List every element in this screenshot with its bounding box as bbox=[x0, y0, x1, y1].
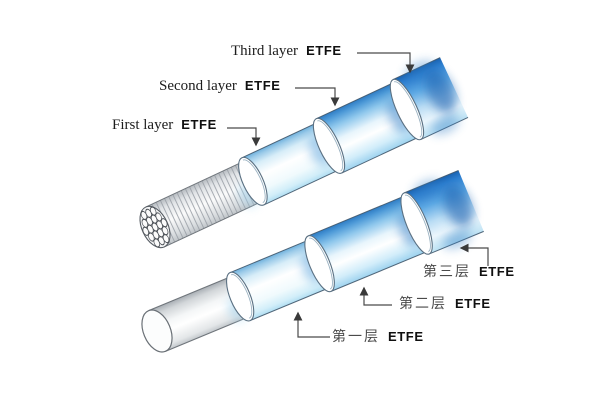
layer-name: First layer bbox=[112, 117, 174, 133]
label-first-layer-zh: 第一层 ETFE bbox=[332, 329, 424, 345]
third-layer-rim bbox=[400, 192, 433, 255]
leader-first-layer-en bbox=[227, 127, 261, 147]
leader-second-layer-en bbox=[295, 87, 340, 107]
layer-name: 第一层 bbox=[332, 328, 380, 344]
leader-lines bbox=[227, 52, 489, 338]
airbrush-shading bbox=[238, 60, 460, 207]
stranded-conductor bbox=[145, 159, 267, 248]
label-second-layer-en: Second layer ETFE bbox=[159, 78, 281, 94]
layer-name: Third layer bbox=[231, 43, 299, 59]
layer-name: 第三层 bbox=[423, 263, 471, 279]
label-third-layer-en: Third layer ETFE bbox=[231, 43, 342, 59]
leader-first-layer-zh bbox=[293, 311, 330, 338]
material-name: ETFE bbox=[181, 117, 217, 132]
leader-second-layer-zh bbox=[359, 286, 392, 306]
solid-end-face bbox=[141, 309, 173, 353]
label-first-layer-en: First layer ETFE bbox=[112, 117, 217, 133]
third-layer-rim bbox=[389, 78, 425, 141]
label-second-layer-zh: 第二层 ETFE bbox=[399, 296, 491, 312]
layer-name: Second layer bbox=[159, 78, 237, 94]
label-third-layer-zh: 第三层 ETFE bbox=[423, 264, 515, 280]
second-layer-rim bbox=[304, 235, 335, 293]
first-layer-rim bbox=[238, 156, 268, 206]
material-name: ETFE bbox=[388, 329, 424, 344]
material-name: ETFE bbox=[455, 296, 491, 311]
solid-conductor bbox=[148, 274, 253, 352]
layer-name: 第二层 bbox=[399, 295, 447, 311]
first-layer-rim bbox=[226, 271, 255, 322]
stranded-end-face bbox=[139, 205, 171, 249]
top-cable bbox=[139, 57, 469, 249]
material-name: ETFE bbox=[244, 78, 281, 93]
leader-third-layer-zh bbox=[459, 243, 489, 266]
material-name: ETFE bbox=[306, 43, 342, 58]
bottom-cable bbox=[141, 169, 484, 353]
leader-third-layer-en bbox=[357, 52, 415, 74]
material-name: ETFE bbox=[479, 264, 515, 279]
